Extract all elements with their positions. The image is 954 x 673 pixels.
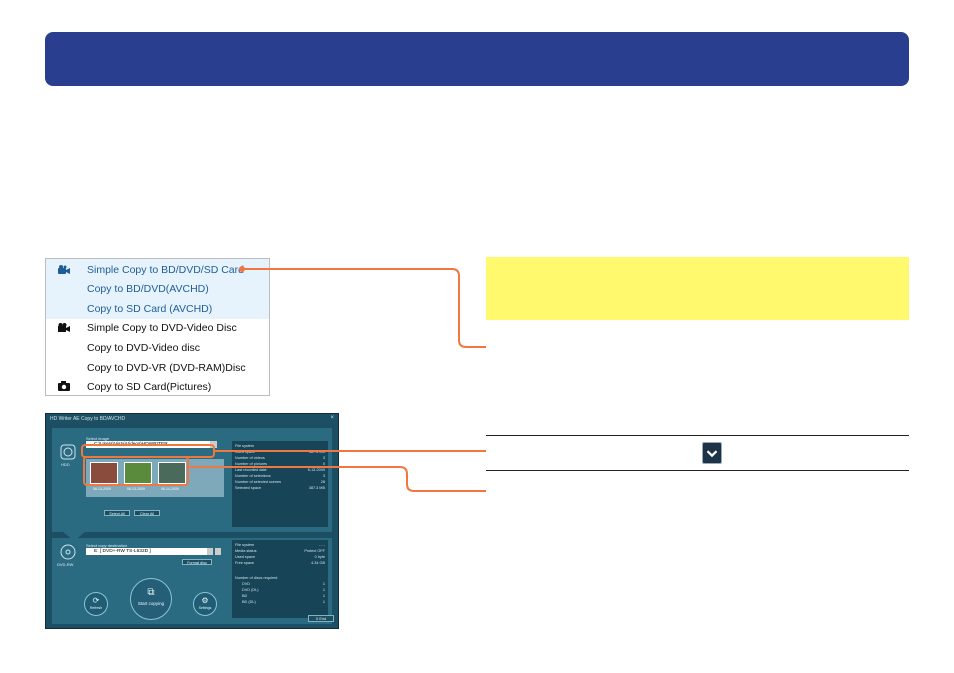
thumbnail-date: 06-13-2009 (127, 487, 145, 491)
copy-icon: ⧉ (147, 587, 155, 598)
select-image-label: Select image (86, 436, 110, 441)
settings-icon: ⚙ (201, 596, 209, 605)
camera-icon (58, 381, 70, 391)
source-dropdown-button[interactable] (210, 441, 217, 448)
select-all-button[interactable]: Select All (104, 510, 130, 516)
source-section: HDD Select image C:\Users\Vista\Videos\H… (52, 428, 332, 532)
copy-menu: Simple Copy to BD/DVD/SD Card Copy to BD… (45, 258, 270, 396)
refresh-label: Refresh (89, 606, 103, 610)
menu-item-simple-copy-bd-dvd-sd[interactable]: Simple Copy to BD/DVD/SD Card (87, 264, 244, 276)
clear-all-button[interactable]: Clear All (134, 510, 160, 516)
down-arrow-indicator (62, 531, 86, 541)
thumbnail-date: 06-13-2009 (93, 487, 111, 491)
start-copying-label: Start copying (137, 601, 165, 606)
disc-icon (60, 544, 76, 560)
thumbnail[interactable] (90, 462, 118, 484)
menu-item-copy-sd-avchd[interactable]: Copy to SD Card (AVCHD) (87, 303, 213, 315)
thumbnail-strip: 06-13-2009 06-13-2009 06-14-2009 (86, 459, 224, 497)
video-camera-icon (58, 265, 70, 274)
end-button[interactable]: X End (308, 615, 334, 622)
thumbnail-date: 06-14-2009 (161, 487, 179, 491)
destination-dropdown-button[interactable] (207, 548, 213, 555)
source-path-field[interactable]: C:\Users\Vista\Videos\HDWRITER (86, 441, 216, 448)
window-title: HD Writer AE Copy to BD/AVCHD (50, 416, 126, 422)
end-label: End (319, 617, 327, 621)
settings-button[interactable]: ⚙ Settings (193, 592, 217, 616)
callout-line-menu (242, 268, 486, 348)
start-copying-button[interactable]: ⧉ Start copying (130, 578, 172, 620)
hdd-icon (60, 444, 76, 460)
settings-label: Settings (198, 606, 212, 610)
window-close-button[interactable]: × (330, 415, 334, 421)
divider-top (486, 435, 909, 436)
destination-drive-field[interactable]: E: [ DVD+-RW TS-L632D ] (86, 548, 212, 555)
eject-button[interactable] (215, 548, 221, 555)
menu-item-copy-dvd-vr[interactable]: Copy to DVD-VR (DVD-RAM)Disc (87, 362, 246, 374)
select-destination-label: Select copy destination (86, 543, 128, 548)
dropdown-button-icon (702, 442, 722, 464)
hd-writer-window: HD Writer AE Copy to BD/AVCHD × HDD Sele… (45, 413, 339, 629)
thumbnail[interactable] (158, 462, 186, 484)
highlight-box (486, 257, 909, 320)
thumbnail[interactable] (124, 462, 152, 484)
format-disc-button[interactable]: Format disc (182, 559, 212, 565)
film-camera-icon (58, 323, 70, 332)
dest-drive-label: DVD-RW (57, 562, 74, 567)
menu-item-copy-sd-pictures[interactable]: Copy to SD Card(Pictures) (87, 381, 212, 393)
source-drive-label: HDD (61, 462, 70, 467)
divider-bottom (486, 470, 909, 471)
menu-highlight (46, 259, 269, 319)
header-banner (45, 32, 909, 86)
menu-item-copy-bd-dvd-avchd[interactable]: Copy to BD/DVD(AVCHD) (87, 283, 209, 295)
chevron-down-icon (706, 450, 718, 458)
destination-section: DVD-RW Select copy destination E: [ DVD+… (52, 538, 332, 624)
menu-item-copy-dvd-video[interactable]: Copy to DVD-Video disc (87, 342, 201, 354)
menu-item-simple-copy-dvd-video[interactable]: Simple Copy to DVD-Video Disc (87, 322, 237, 334)
refresh-button[interactable]: ⟳ Refresh (84, 592, 108, 616)
refresh-icon: ⟳ (92, 596, 100, 605)
end-x-icon: X (315, 617, 319, 621)
